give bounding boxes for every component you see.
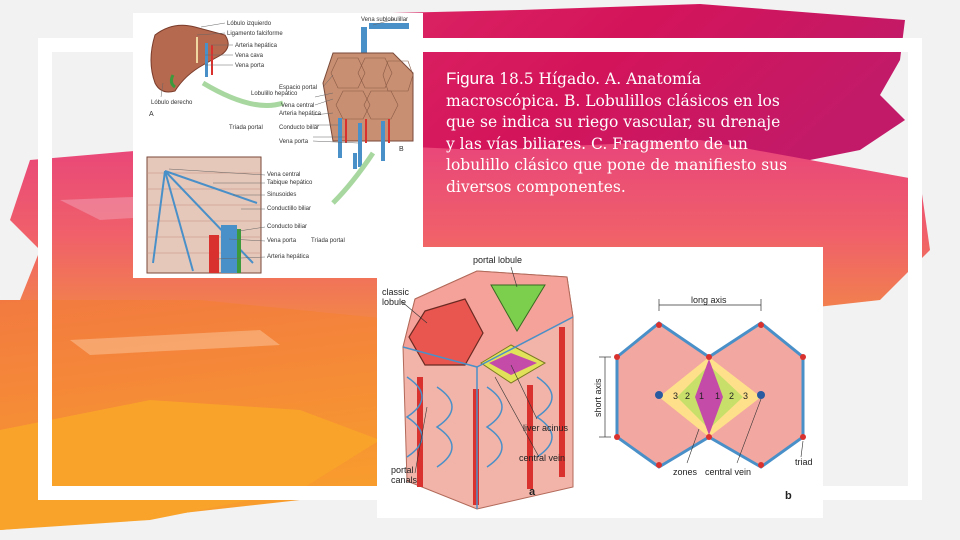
label-letter-a-bottom: a xyxy=(529,486,536,498)
label-zone-1-left: 1 xyxy=(699,391,704,401)
liver-anatomy-illustration: Lóbulo izquierdo Ligamento falciforme Ar… xyxy=(146,17,414,274)
label-vena-porta-3: Vena porta xyxy=(267,238,297,244)
caption-text: 18.5 Hígado. A. Anatomía macroscópica. B… xyxy=(446,70,788,196)
label-lobulo-derecho: Lóbulo derecho xyxy=(151,100,193,106)
label-vena-central-1: Vena central xyxy=(281,103,314,109)
label-vena-cava: Vena cava xyxy=(235,53,264,59)
label-ligamento-falciforme: Ligamento falciforme xyxy=(227,31,283,37)
label-zones: zones xyxy=(673,467,698,477)
label-conductillo-biliar: Conductillo biliar xyxy=(267,206,311,212)
label-zone-2-left: 2 xyxy=(685,391,690,401)
label-tabique-hepatico: Tabique hepático xyxy=(267,180,313,186)
label-sinusoides: Sinusoides xyxy=(267,192,296,198)
label-canals: canals xyxy=(391,475,418,485)
label-vena-central-2: Vena central xyxy=(267,172,300,178)
label-short-axis: short axis xyxy=(593,378,603,417)
label-zone-1-right: 1 xyxy=(715,391,720,401)
label-arteria-hepatica-2: Arteria hepática xyxy=(279,111,322,117)
label-zone-3-left: 3 xyxy=(673,391,678,401)
label-liver-acinus: liver acinus xyxy=(523,423,569,433)
label-classic: classic xyxy=(382,287,410,297)
label-triad: triad xyxy=(795,457,813,467)
label-portal: portal xyxy=(391,465,414,475)
label-portal-lobule: portal lobule xyxy=(473,255,522,265)
label-espacio-portal: Espacio portal xyxy=(279,85,317,91)
label-lobulillo-hepatico: Lobulillo hepático xyxy=(251,91,298,97)
label-long-axis: long axis xyxy=(691,295,727,305)
caption-lead: Figura xyxy=(446,69,495,88)
label-zone-2-right: 2 xyxy=(729,391,734,401)
label-conducto-biliar-2: Conducto biliar xyxy=(267,224,307,230)
label-letter-b-bottom: b xyxy=(785,490,792,502)
label-letter-b-top: B xyxy=(399,146,404,153)
label-triada-portal-1: Tríada portal xyxy=(229,125,263,131)
figure-liver-anatomy: Lóbulo izquierdo Ligamento falciforme Ar… xyxy=(133,13,423,278)
label-vena-porta-1: Vena porta xyxy=(235,63,265,69)
label-lobulo-izquierdo: Lóbulo izquierdo xyxy=(227,21,272,27)
figure-caption: Figura 18.5 Hígado. A. Anatomía macroscó… xyxy=(446,68,791,198)
figure-lobule-models: classic lobule portal lobule liver acinu… xyxy=(377,247,823,518)
lobule-models-illustration: classic lobule portal lobule liver acinu… xyxy=(382,255,813,510)
label-vena-porta-2: Vena porta xyxy=(279,139,309,145)
label-arteria-hepatica-3: Arteria hepática xyxy=(267,254,310,260)
label-letter-a-top: A xyxy=(149,111,154,118)
label-lobule: lobule xyxy=(382,297,406,307)
label-central-vein-a: central vein xyxy=(519,453,565,463)
label-zone-3-right: 3 xyxy=(743,391,748,401)
label-central-vein-b: central vein xyxy=(705,467,751,477)
label-vena-sublobulillar: Vena sublobulillar xyxy=(361,17,408,23)
label-arteria-hepatica-1: Arteria hepática xyxy=(235,43,278,49)
label-conducto-biliar-1: Conducto biliar xyxy=(279,125,319,131)
label-triada-portal-2: Tríada portal xyxy=(311,238,345,244)
